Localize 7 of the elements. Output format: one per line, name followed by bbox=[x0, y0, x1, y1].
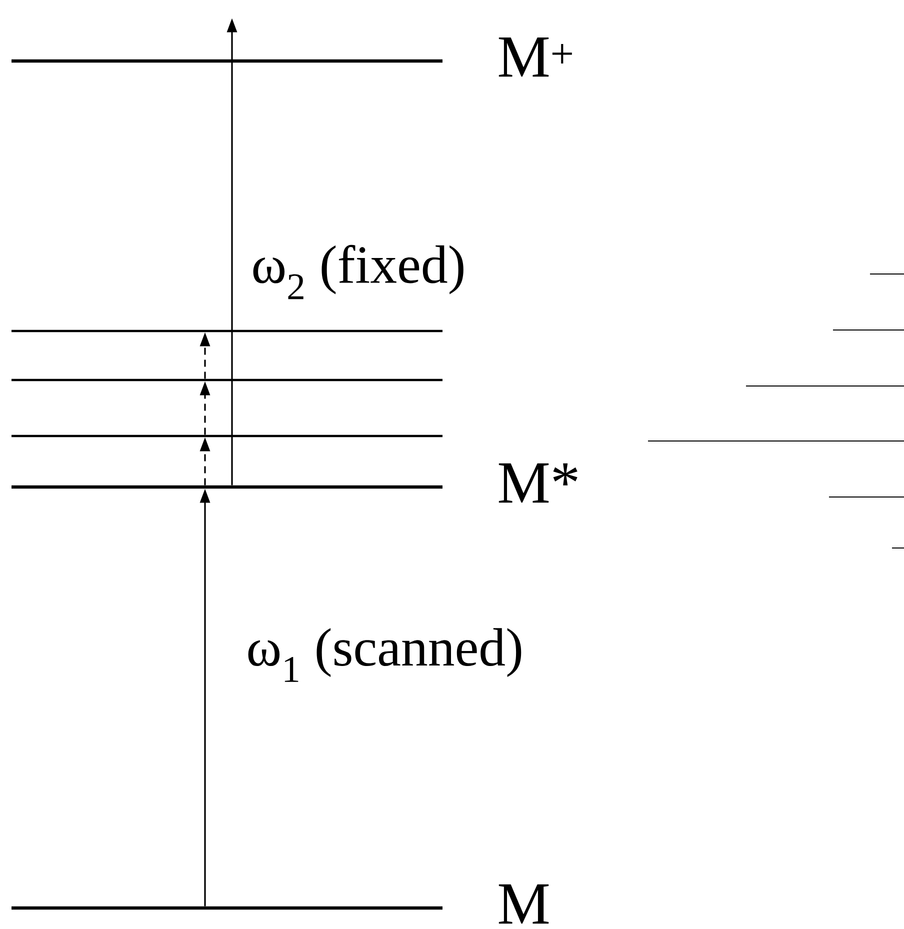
level-label: M bbox=[498, 884, 549, 924]
energy-level bbox=[12, 59, 442, 63]
level-label: M$^{+}$ bbox=[498, 37, 572, 77]
edge-label: ω$_{1}$ (scanned) bbox=[245, 627, 524, 683]
level-label: M* bbox=[498, 463, 578, 503]
edge-label: ω$_{2}$ (fixed) bbox=[250, 244, 467, 300]
energy-level bbox=[12, 906, 442, 910]
